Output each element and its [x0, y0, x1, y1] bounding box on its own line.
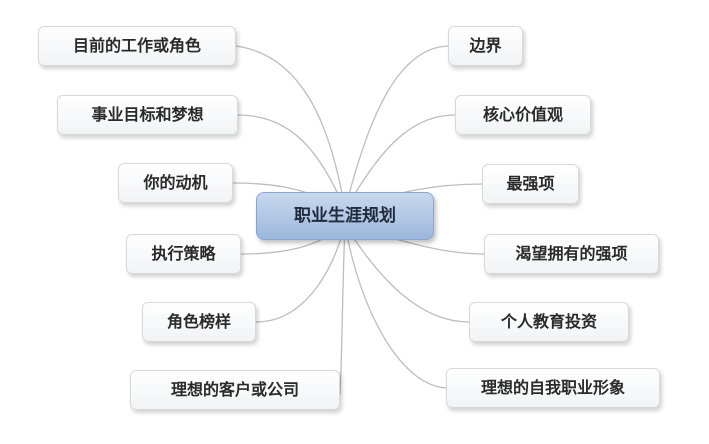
branch-strongest: 最强项 — [482, 164, 579, 204]
connector-left-5 — [255, 224, 346, 323]
connector-left-1 — [235, 45, 346, 211]
connector-left-2 — [237, 114, 346, 211]
connector-right-1 — [344, 45, 449, 211]
central-topic: 职业生涯规划 — [256, 192, 434, 240]
connector-right-5 — [344, 224, 470, 323]
connector-right-6 — [344, 224, 447, 389]
connector-left-6 — [339, 224, 346, 396]
branch-motivation: 你的动机 — [118, 163, 233, 203]
branch-career-goals: 事业目标和梦想 — [57, 95, 238, 135]
branch-education-investment: 个人教育投资 — [469, 302, 629, 342]
connector-right-2 — [344, 114, 456, 211]
branch-boundaries: 边界 — [448, 26, 523, 66]
branch-ideal-self-image: 理想的自我职业形象 — [446, 368, 660, 408]
branch-desired-strengths: 渴望拥有的强项 — [484, 234, 659, 274]
branch-strategy: 执行策略 — [126, 234, 241, 274]
branch-current-role: 目前的工作或角色 — [38, 26, 236, 66]
branch-role-model: 角色榜样 — [142, 302, 256, 342]
branch-core-values: 核心价值观 — [455, 95, 591, 135]
branch-ideal-client: 理想的客户或公司 — [130, 370, 340, 410]
